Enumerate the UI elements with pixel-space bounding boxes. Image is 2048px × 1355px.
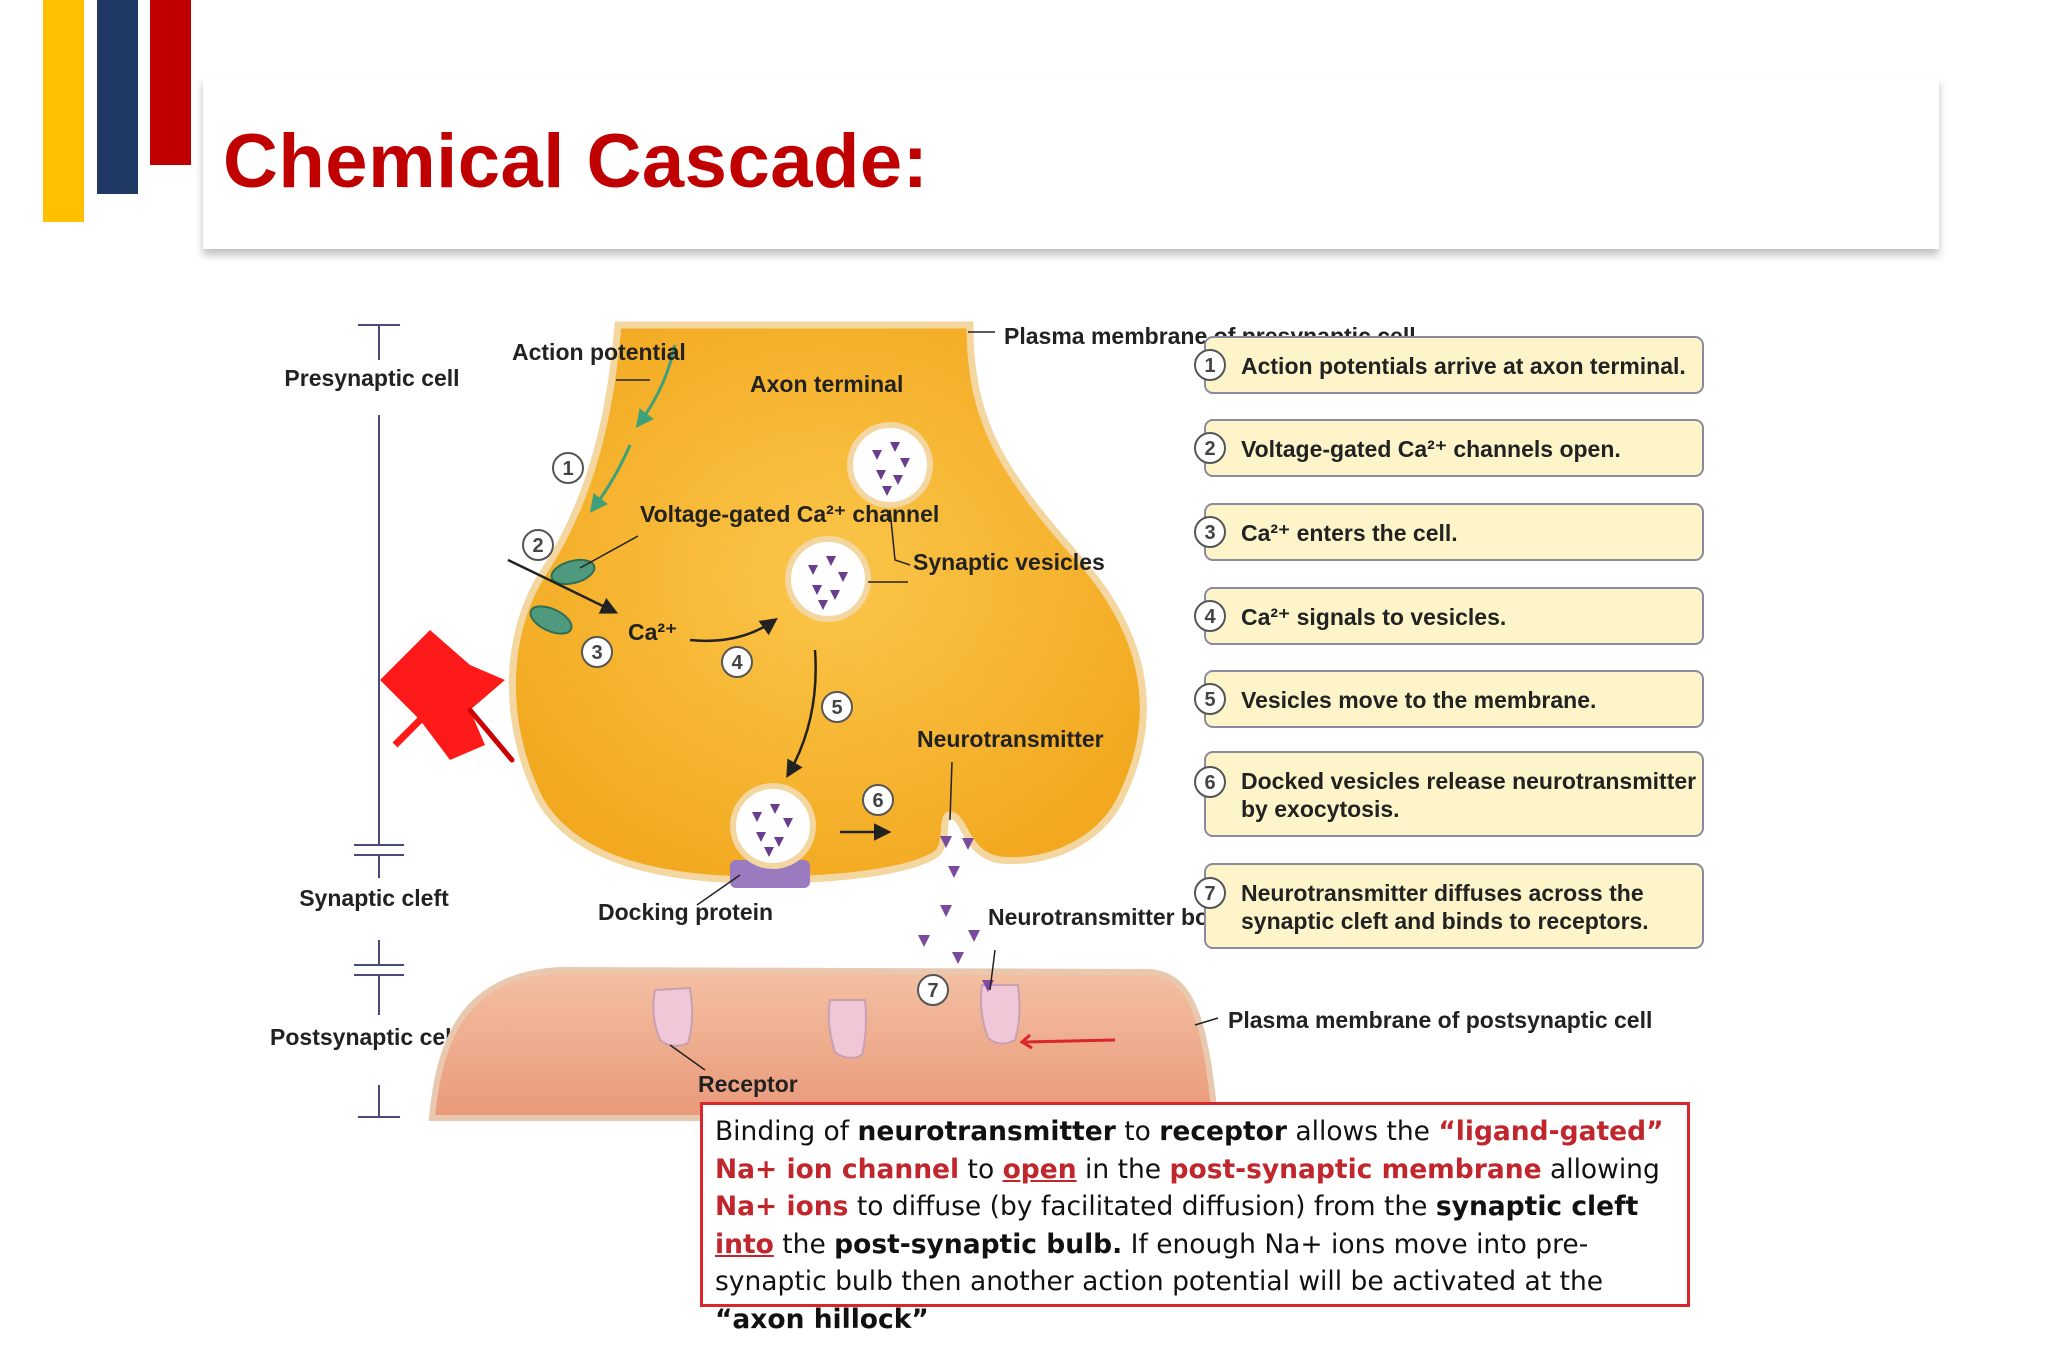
label-axon-terminal: Axon terminal xyxy=(750,371,903,397)
svg-text:Voltage-gated Ca²⁺ channels op: Voltage-gated Ca²⁺ channels open. xyxy=(1241,436,1621,462)
step-box: 5 Vesicles move to the membrane. xyxy=(1194,670,1704,728)
svg-text:Ca²⁺ signals to vesicles.: Ca²⁺ signals to vesicles. xyxy=(1241,604,1506,630)
svg-text:7: 7 xyxy=(927,980,938,1002)
svg-text:Neurotransmitter diffuses acro: Neurotransmitter diffuses across the xyxy=(1241,880,1644,906)
label-postsynaptic: Postsynaptic cell xyxy=(270,1024,458,1050)
label-presynaptic: Presynaptic cell xyxy=(284,365,459,391)
label-voltage-gated-channel: Voltage-gated Ca²⁺ channel xyxy=(640,501,939,527)
svg-text:synaptic cleft and binds to re: synaptic cleft and binds to receptors. xyxy=(1241,908,1649,934)
label-docking-protein: Docking protein xyxy=(598,899,773,925)
svg-text:1: 1 xyxy=(562,458,573,480)
callout-text: the xyxy=(773,1228,835,1260)
label-synaptic-vesicles: Synaptic vesicles xyxy=(913,549,1105,575)
svg-text:6: 6 xyxy=(1204,772,1215,794)
callout-text: Binding of xyxy=(715,1116,858,1147)
label-action-potential: Action potential xyxy=(512,339,686,365)
step-box: 3 Ca²⁺ enters the cell. xyxy=(1194,503,1704,561)
step-list: 1 Action potentials arrive at axon termi… xyxy=(1194,336,1704,949)
accent-bar-yellow xyxy=(43,0,84,222)
callout-red-ligand-gated: “ligand-gated” Na+ ion channel xyxy=(715,1116,1664,1185)
svg-text:6: 6 xyxy=(872,790,883,812)
callout-text: to xyxy=(1115,1116,1160,1147)
step-box: 1 Action potentials arrive at axon termi… xyxy=(1194,336,1704,394)
label-ca: Ca²⁺ xyxy=(628,619,677,645)
step-box: 6 Docked vesicles release neurotransmitt… xyxy=(1194,751,1704,837)
process-arrows xyxy=(507,558,892,841)
accent-bar-red xyxy=(150,0,191,165)
callout-bold-receptor: receptor xyxy=(1159,1116,1287,1147)
callout-red-into: into xyxy=(715,1228,774,1260)
docked-vesicle xyxy=(730,783,816,888)
receptors xyxy=(652,984,1021,1059)
svg-text:4: 4 xyxy=(1204,606,1216,628)
label-presynaptic-text: Presynaptic cell xyxy=(284,365,459,391)
callout-text: If enough Na+ ions move into pre-synapti… xyxy=(715,1228,1604,1298)
svg-text:5: 5 xyxy=(1204,689,1215,711)
diagram-step-markers xyxy=(522,452,949,1006)
label-receptor: Receptor xyxy=(698,1071,798,1097)
diagram-step-numbers: 1 2 3 4 5 6 7 xyxy=(532,458,938,1002)
callout-text: to xyxy=(959,1153,1003,1185)
label-synaptic-cleft: Synaptic cleft xyxy=(299,885,449,911)
svg-text:Docked vesicles release neurot: Docked vesicles release neurotransmitter xyxy=(1241,768,1696,794)
synaptic-vesicle xyxy=(847,422,933,508)
svg-text:2: 2 xyxy=(1204,438,1215,460)
callout-pointer-head xyxy=(1019,1033,1033,1050)
svg-text:4: 4 xyxy=(731,652,743,674)
svg-text:by exocytosis.: by exocytosis. xyxy=(1241,796,1400,822)
callout-text: allowing xyxy=(1541,1153,1660,1185)
svg-text:1: 1 xyxy=(1204,355,1215,377)
svg-text:5: 5 xyxy=(831,697,842,719)
svg-text:Ca²⁺ enters the cell.: Ca²⁺ enters the cell. xyxy=(1241,520,1458,546)
svg-text:3: 3 xyxy=(1204,522,1215,544)
svg-text:Action potentials arrive at ax: Action potentials arrive at axon termina… xyxy=(1241,353,1686,379)
postsynaptic-cell xyxy=(428,966,1219,1121)
callout-red-na-ions: Na+ ions xyxy=(715,1191,849,1222)
svg-text:3: 3 xyxy=(591,642,602,664)
step-box: 7 Neurotransmitter diffuses across the s… xyxy=(1194,863,1704,949)
slide-title: Chemical Cascade: xyxy=(223,119,929,204)
callout-text: in the xyxy=(1076,1153,1170,1185)
title-box xyxy=(203,77,1939,249)
svg-text:7: 7 xyxy=(1204,883,1215,905)
svg-text:2: 2 xyxy=(532,535,543,557)
callout-text: allows the xyxy=(1286,1116,1439,1147)
step-box: 4 Ca²⁺ signals to vesicles. xyxy=(1194,587,1704,645)
label-plasma-membrane-post: Plasma membrane of postsynaptic cell xyxy=(1228,1007,1652,1033)
callout-bold-axon-hillock: “axon hillock” xyxy=(715,1303,929,1335)
explanation-callout: Binding of neurotransmitter to receptor … xyxy=(700,1102,1690,1335)
callout-bold-synaptic-cleft: synaptic cleft xyxy=(1435,1191,1639,1222)
synaptic-vesicle xyxy=(785,536,871,622)
callout-red-membrane: post-synaptic membrane xyxy=(1169,1153,1542,1185)
callout-pointer xyxy=(1024,1038,1116,1044)
callout-text: to diffuse (by facilitated diffusion) fr… xyxy=(848,1191,1436,1222)
step-box: 2 Voltage-gated Ca²⁺ channels open. xyxy=(1194,419,1704,477)
region-bracket xyxy=(354,324,404,1118)
neurotransmitter-molecules xyxy=(918,836,994,992)
callout-bold-neurotransmitter: neurotransmitter xyxy=(857,1116,1116,1147)
pushpin-icon xyxy=(380,630,515,763)
label-neurotransmitter: Neurotransmitter xyxy=(917,726,1104,752)
svg-text:Vesicles move to the membrane.: Vesicles move to the membrane. xyxy=(1241,687,1596,713)
accent-bar-blue xyxy=(97,0,138,194)
callout-bold-post-synaptic-bulb: post-synaptic bulb. xyxy=(834,1228,1123,1260)
callout-red-open: open xyxy=(1002,1153,1077,1185)
leader-lines xyxy=(579,331,1219,1071)
action-potential-arrows xyxy=(589,344,677,513)
